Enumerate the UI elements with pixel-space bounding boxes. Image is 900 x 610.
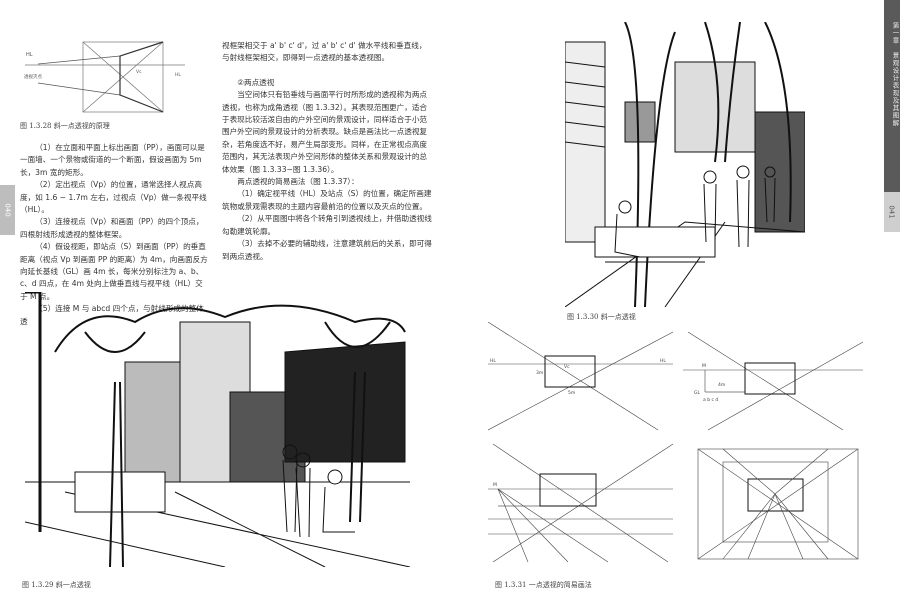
text-column-1: （1）在立面和平面上标出画面（PP），画面可以是一面墙、一个景物或街道的一个断面… xyxy=(20,142,210,328)
paragraph: （3）去掉不必要的辅助线，注意建筑前后的关系，即可得到两点透视。 xyxy=(222,239,432,261)
label-m: M xyxy=(493,482,497,488)
label-m: M xyxy=(702,363,706,369)
label-hl: HL xyxy=(490,358,496,364)
panel-1 xyxy=(488,322,674,431)
label-3m: 3m xyxy=(536,370,543,376)
figure-1-3-28-diagram: HL 透视灭点 Vc HL xyxy=(24,41,185,113)
page-number-tab-right: 041 xyxy=(884,192,900,232)
paragraph: （3）连接视点（Vp）和画面（PP）的四个顶点，四根射线形成透视的整体框架。 xyxy=(20,217,204,239)
figure-1-3-30-sketch xyxy=(565,22,805,307)
panel-2 xyxy=(683,331,864,431)
figure-caption: 图 1.3.29 斜一点透视 xyxy=(22,581,91,589)
figure-caption: 图 1.3.28 斜一点透视的原理 xyxy=(20,122,110,130)
label-gl: GL xyxy=(694,390,700,396)
label-hl: HL xyxy=(660,358,666,364)
text-column-2: 视框架相交于 a' b' c' d'，过 a' b' c' d' 做水平线和垂直… xyxy=(222,40,432,263)
label-5m: 5m xyxy=(568,390,575,396)
blank-line xyxy=(222,65,432,77)
paragraph: 视框架相交于 a' b' c' d'，过 a' b' c' d' 做水平线和垂直… xyxy=(222,41,427,63)
paragraph: （2）从平面图中将各个转角引到透视线上，并借助透视线勾勒建筑轮廓。 xyxy=(222,214,432,236)
figure-1-3-31-diagrams: HL HL 3m 5m Vc M 4m GL a b c d M xyxy=(488,322,864,563)
figure-1-3-29-sketch xyxy=(25,292,410,567)
panel-3 xyxy=(488,443,674,563)
label-vc: Vc xyxy=(136,69,142,75)
figure-caption: 图 1.3.30 斜一点透视 xyxy=(567,313,636,321)
paragraph: （4）假设视距，即站点（S）到画面（PP）的垂直距离（视点 Vp 到画面 PP … xyxy=(20,242,208,301)
panel-4 xyxy=(697,448,859,560)
section-heading: ②两点透视 xyxy=(237,77,275,87)
figure-caption: 图 1.3.31 一点透视的简易画法 xyxy=(495,581,592,589)
paragraph: 两点透视的简易画法（图 1.3.37）： xyxy=(237,177,359,187)
paragraph: （1）确定视平线（HL）及站点（S）的位置，确定所画建筑物或景观需表现的主题内容… xyxy=(222,189,432,211)
label-vc: Vc xyxy=(564,364,570,370)
label-vanishing-point: 透视灭点 xyxy=(24,73,42,80)
page-number: 040 xyxy=(3,203,12,217)
paragraph: （1）在立面和平面上标出画面（PP），画面可以是一面墙、一个景物或街道的一个断面… xyxy=(20,143,205,177)
label-hl: HL xyxy=(26,52,33,58)
page-number-tab-left: 040 xyxy=(0,185,15,235)
chapter-band: 第一章 景观设计表现及其图解 xyxy=(884,0,900,192)
label-abcd: a b c d xyxy=(703,397,718,403)
label-hl: HL xyxy=(175,72,181,78)
paragraph: （5）连接 M 与 abcd 四个点，与射线形成的整体透 xyxy=(20,304,204,326)
paragraph: （2）定出视点（Vp）的位置，通常选择人视点高度，如 1.6 ~ 1.7m 左右… xyxy=(20,180,207,215)
page-number: 041 xyxy=(888,205,896,219)
label-4m: 4m xyxy=(718,382,725,388)
paragraph: 当空间体只有铅垂线与画面平行时所形成的透视称为两点透视，也称为成角透视（图 1.… xyxy=(222,90,428,174)
